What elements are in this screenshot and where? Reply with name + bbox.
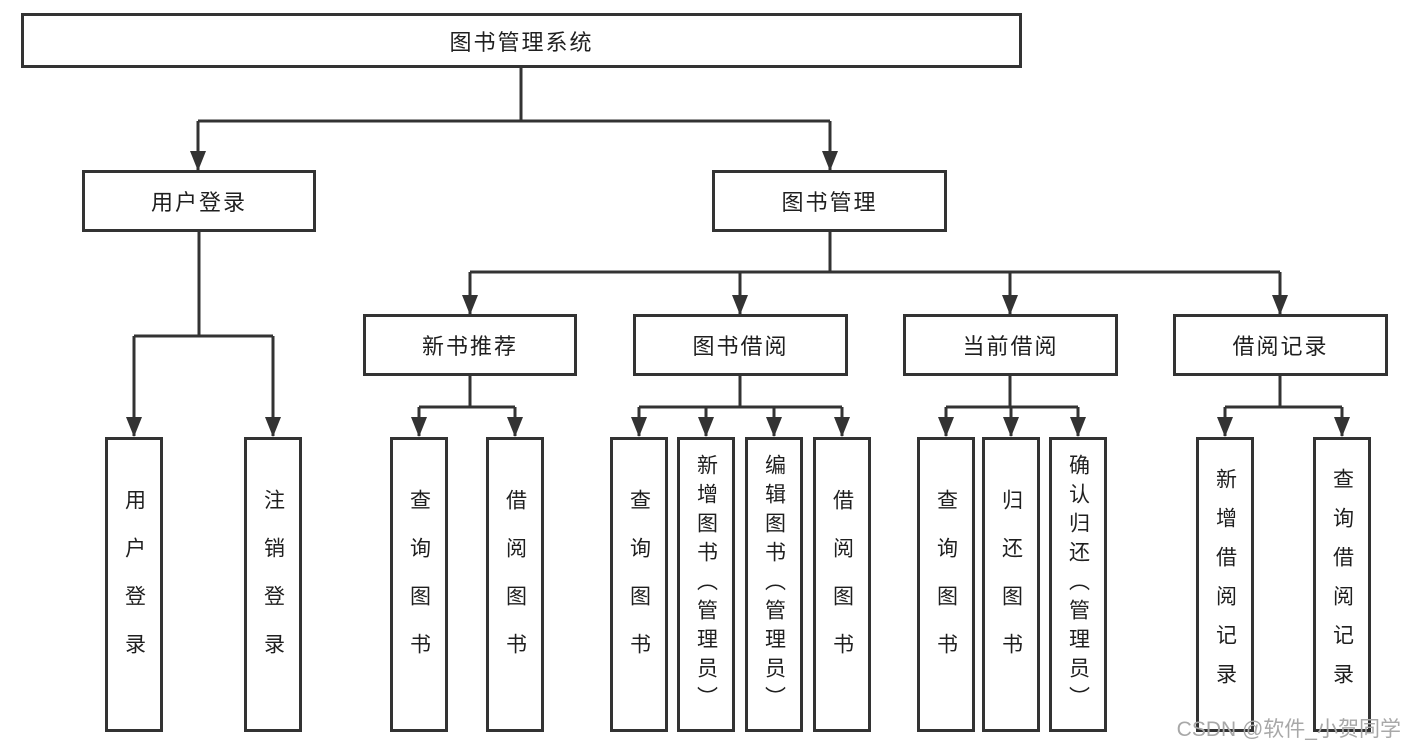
node-book-borrow: 图书借阅 (633, 314, 848, 376)
node-new-book-recommend: 新书推荐 (363, 314, 577, 376)
node-book-management: 图书管理 (712, 170, 947, 232)
leaf-borrow-books-recommend-label: 借阅图书 (503, 488, 527, 681)
leaf-query-books-borrow-label: 查询图书 (627, 488, 651, 681)
node-new-book-recommend-label: 新书推荐 (421, 334, 518, 359)
leaf-borrow-books: 借阅图书 (813, 437, 871, 732)
leaf-query-books-recommend: 查询图书 (390, 437, 448, 732)
leaf-borrow-books-label: 借阅图书 (830, 488, 854, 681)
leaf-add-borrow-record: 新增借阅记录 (1196, 437, 1254, 732)
leaf-add-borrow-record-label: 新增借阅记录 (1213, 467, 1237, 702)
leaf-add-book-admin: 新增图书（管理员） (677, 437, 735, 732)
leaf-query-books-current-label: 查询图书 (934, 488, 958, 681)
leaf-return-book: 归还图书 (982, 437, 1040, 732)
leaf-query-books-recommend-label: 查询图书 (407, 488, 431, 681)
leaf-query-borrow-record: 查询借阅记录 (1313, 437, 1371, 732)
leaf-user-login: 用户登录 (105, 437, 163, 732)
leaf-user-login-label: 用户登录 (122, 488, 146, 681)
node-borrow-records-label: 借阅记录 (1232, 334, 1329, 359)
leaf-return-book-label: 归还图书 (999, 488, 1023, 681)
leaf-edit-book-admin: 编辑图书（管理员） (745, 437, 803, 732)
node-book-borrow-label: 图书借阅 (692, 334, 789, 359)
leaf-add-book-admin-label: 新增图书（管理员） (694, 454, 718, 715)
leaf-confirm-return-admin: 确认归还（管理员） (1049, 437, 1107, 732)
watermark: CSDN @软件_小贺同学 (1176, 718, 1401, 741)
node-root-label: 图书管理系统 (449, 29, 594, 55)
leaf-logout: 注销登录 (244, 437, 302, 732)
node-borrow-records: 借阅记录 (1173, 314, 1388, 376)
leaf-logout-label: 注销登录 (261, 488, 285, 681)
node-root: 图书管理系统 (21, 13, 1022, 68)
leaf-query-books-current: 查询图书 (917, 437, 975, 732)
leaf-edit-book-admin-label: 编辑图书（管理员） (762, 454, 786, 715)
leaf-confirm-return-admin-label: 确认归还（管理员） (1066, 454, 1090, 715)
node-book-management-label: 图书管理 (781, 190, 878, 215)
node-current-borrow: 当前借阅 (903, 314, 1118, 376)
node-current-borrow-label: 当前借阅 (962, 334, 1059, 359)
leaf-borrow-books-recommend: 借阅图书 (486, 437, 544, 732)
leaf-query-books-borrow: 查询图书 (610, 437, 668, 732)
node-user-login-label: 用户登录 (150, 190, 247, 215)
node-user-login: 用户登录 (82, 170, 316, 232)
leaf-query-borrow-record-label: 查询借阅记录 (1330, 467, 1354, 702)
